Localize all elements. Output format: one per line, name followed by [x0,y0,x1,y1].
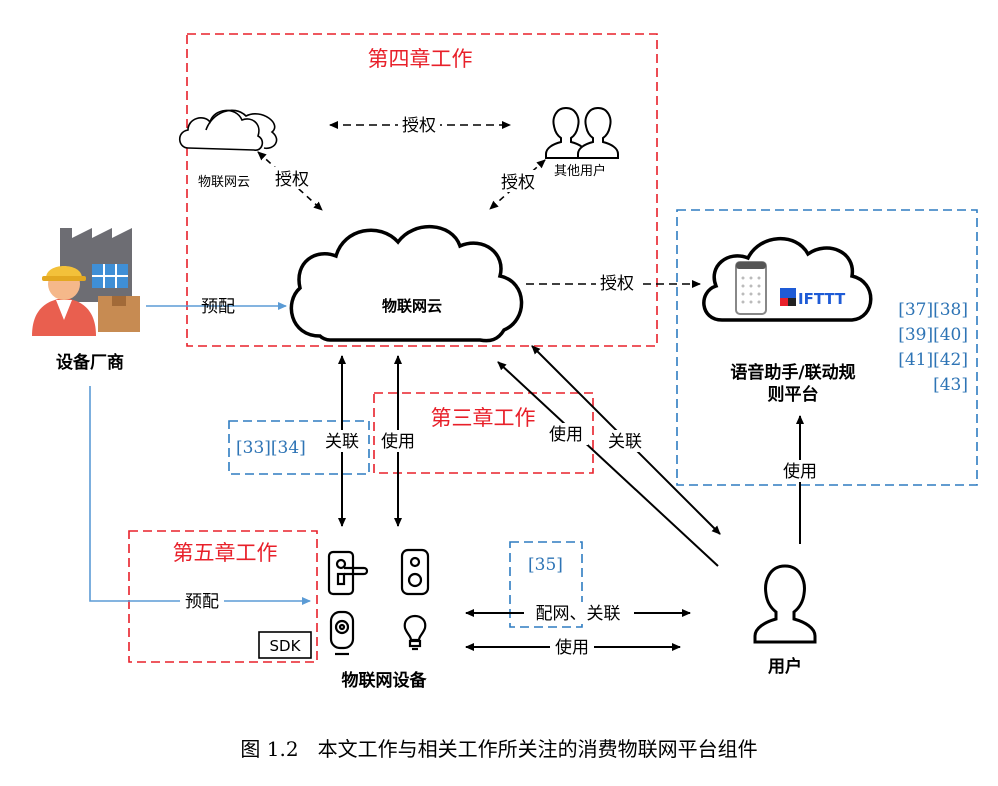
ref-43: [43] [933,375,968,395]
big-cloud-label: 物联网云 [382,297,442,315]
small-cloud-label: 物联网云 [198,175,250,190]
sdk-label: SDK [270,637,302,655]
use-device-label: 使用 [555,637,589,658]
provision-device-arrow [89,386,311,605]
use-voice-label: 使用 [783,461,817,482]
small-cloud-icon [178,109,278,151]
camera-icon [329,610,355,656]
authorize-left-arrow [257,151,323,211]
iot-devices-label: 物联网设备 [342,670,428,691]
ref-33-34: [33][34] [236,438,306,458]
provision-cloud-label: 预配 [201,297,235,317]
voice-cloud-icon [702,237,873,322]
factory-worker-icon [32,228,140,336]
use-cloud-label: 使用 [381,431,415,452]
associate-cloud-label: 关联 [325,432,359,452]
user-label: 用户 [768,656,802,677]
svg-text:IFTTT: IFTTT [798,290,846,308]
manufacturer-label: 设备厂商 [56,352,124,373]
ref-33-34-region [228,420,370,475]
associate-user-label: 关联 [608,432,642,452]
ref-35-region [509,541,583,628]
chapter4-region [186,33,658,347]
users-icon [545,106,619,159]
big-cloud-icon [289,225,524,343]
ifttt-logo: IFTTT [780,288,846,308]
voice-platform-label-line1: 语音助手/联动规 [730,362,855,383]
provision-device-label: 预配 [185,592,219,612]
light-bulb-icon [403,614,427,651]
other-users-label: 其他用户 [554,163,606,179]
door-lock-icon [327,550,369,596]
use-user-label: 使用 [549,424,583,445]
authorize-left-label: 授权 [275,170,309,190]
smart-speaker-icon [735,261,767,315]
chapter3-title: 第三章工作 [431,406,536,430]
authorize-top-label: 授权 [402,116,436,136]
doorbell-icon [400,548,430,596]
authorize-right-label: 授权 [501,173,535,193]
pair-associate-label: 配网、关联 [536,604,621,624]
chapter5-title: 第五章工作 [173,541,278,565]
use-user-arrow [497,361,719,567]
ref-35: [35] [528,555,563,575]
user-icon [753,564,817,644]
figure-caption: 图 1.2 本文工作与相关工作所关注的消费物联网平台组件 [240,737,757,761]
ref-39-40: [39][40] [898,325,968,345]
ref-37-38: [37][38] [898,300,968,320]
ref-41-42: [41][42] [898,350,968,370]
authorize-voice-label: 授权 [600,274,634,294]
chapter5-region [128,530,318,663]
chapter4-title: 第四章工作 [368,47,473,71]
sdk-box [258,631,312,659]
voice-platform-label-line2: 则平台 [768,384,819,405]
